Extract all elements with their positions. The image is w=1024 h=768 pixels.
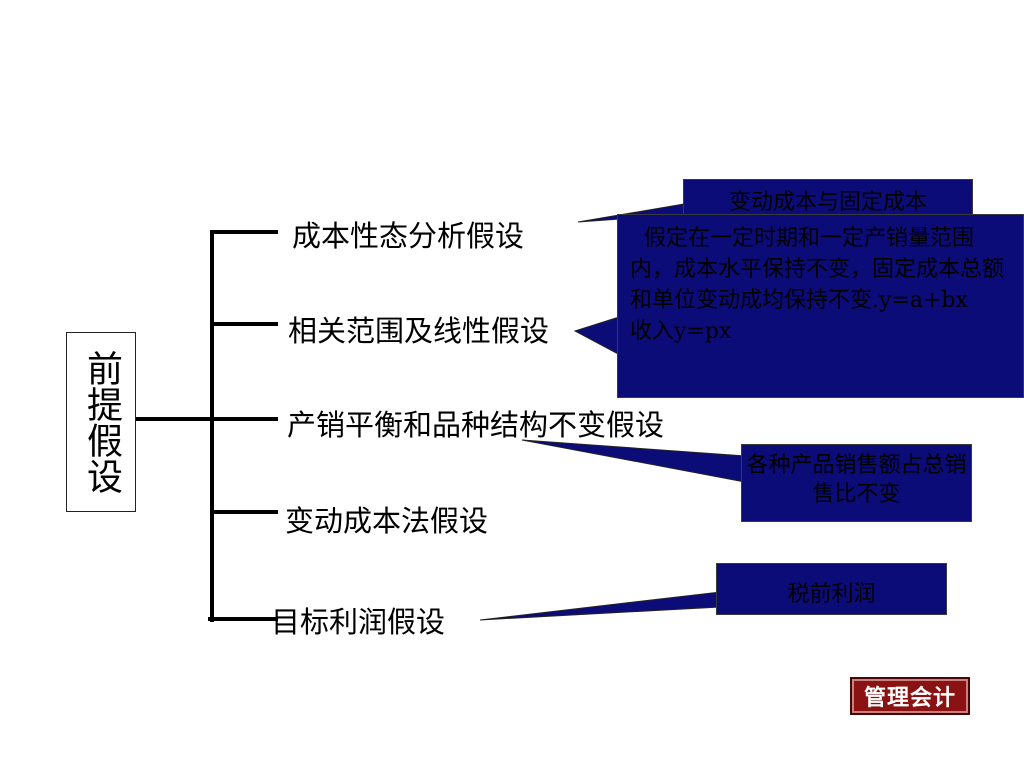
callout-pointer-2 [573,315,623,357]
course-logo: 管理会计 [850,677,970,715]
callout-pretax-profit-text: 税前利润 [787,582,876,607]
branch-variable-costing: 变动成本法假设 [285,504,489,538]
callout-pretax-profit: 税前利润 [716,563,947,615]
root-label: 前提假设 [81,350,122,494]
callout-cost-split-text: 变动成本与固定成本 [728,190,927,215]
branch-production-sales: 产销平衡和品种结构不变假设 [287,408,665,442]
branch-target-profit: 目标利润假设 [271,605,446,639]
branch-relevant-range: 相关范围及线性假设 [288,314,550,348]
callout-range-linear-text: 假定在一定时期和一定产销量范围内，成本水平保持不变，固定成本总额和单位变动成均保… [630,226,1010,344]
callout-sales-mix: 各种产品销售额占总销售比不变 [741,444,972,522]
course-logo-text: 管理会计 [863,686,956,711]
callout-range-linear: 假定在一定时期和一定产销量范围内，成本水平保持不变，固定成本总额和单位变动成均保… [617,214,1024,398]
callout-pointer-4 [479,591,721,621]
root-node: 前提假设 [66,332,136,512]
callout-sales-mix-text: 各种产品销售额占总销售比不变 [746,453,967,507]
callout-pointer-3 [521,439,746,483]
branch-cost-behavior: 成本性态分析假设 [292,219,525,253]
